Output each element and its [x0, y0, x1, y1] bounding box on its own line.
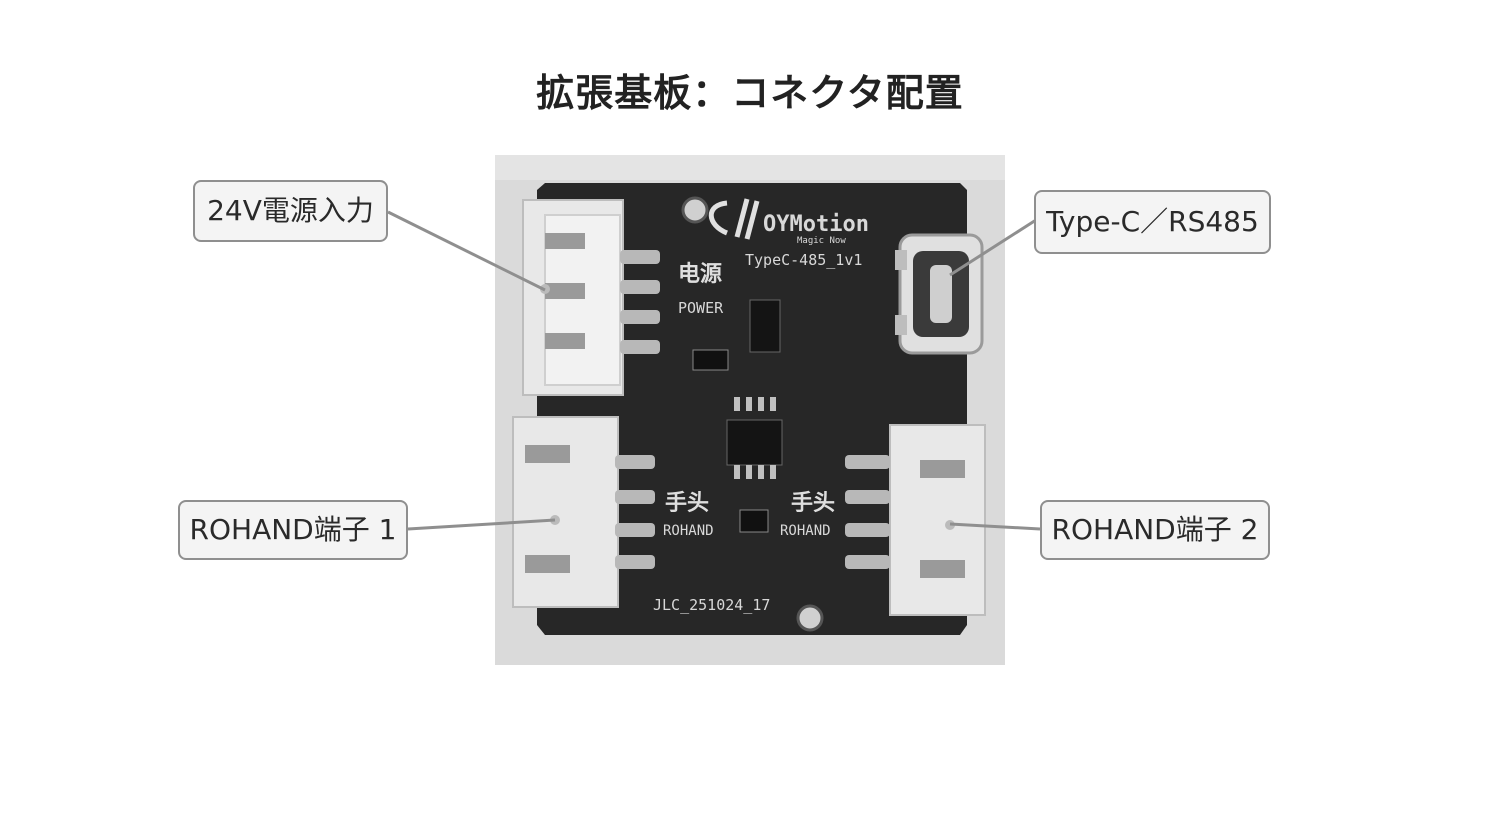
- oymotion-logo: OYMotion Magic Now: [708, 198, 869, 246]
- callout-power-input: 24V電源入力: [193, 180, 388, 242]
- board-logo-text: OYMotion: [763, 212, 869, 237]
- hand-en-label-left: ROHAND: [663, 523, 714, 539]
- fab-code-text: JLC_251024_17: [653, 596, 770, 614]
- rohand-connector-2: [845, 424, 986, 616]
- leader-line-rohand2: [949, 522, 1041, 531]
- power-cn-label: 电源: [678, 262, 722, 287]
- power-en-label: POWER: [678, 299, 724, 317]
- hand-en-label-right: ROHAND: [780, 523, 831, 539]
- ic-upper: [749, 299, 781, 353]
- rohand-connector-1: [512, 416, 655, 608]
- hand-cn-label-left: 手头: [665, 491, 709, 516]
- callout-rohand-2: ROHAND端子 2: [1040, 500, 1270, 560]
- diode: [692, 349, 729, 371]
- callout-typec-rs485: Type-C／RS485: [1034, 190, 1271, 254]
- mounting-hole-top: [681, 196, 709, 224]
- callout-rohand-1: ROHAND端子 1: [178, 500, 408, 560]
- power-connector: [522, 199, 660, 396]
- mounting-hole-bottom: [796, 604, 824, 632]
- typec-connector: [895, 233, 984, 355]
- page-title: 拡張基板：コネクタ配置: [536, 71, 964, 115]
- board-model-text: TypeC-485_1v1: [745, 251, 862, 269]
- leader-line-rohand1: [407, 518, 556, 531]
- board-slogan-text: Magic Now: [797, 236, 846, 246]
- transistor: [739, 509, 769, 533]
- hand-cn-label-right: 手头: [791, 491, 835, 516]
- leader-line-typec: [949, 218, 1037, 277]
- board-photo: OYMotion Magic Now TypeC-485_1v1 电源 POWE…: [495, 155, 1005, 665]
- ic-lower: [726, 419, 783, 466]
- leader-line-power: [387, 210, 546, 292]
